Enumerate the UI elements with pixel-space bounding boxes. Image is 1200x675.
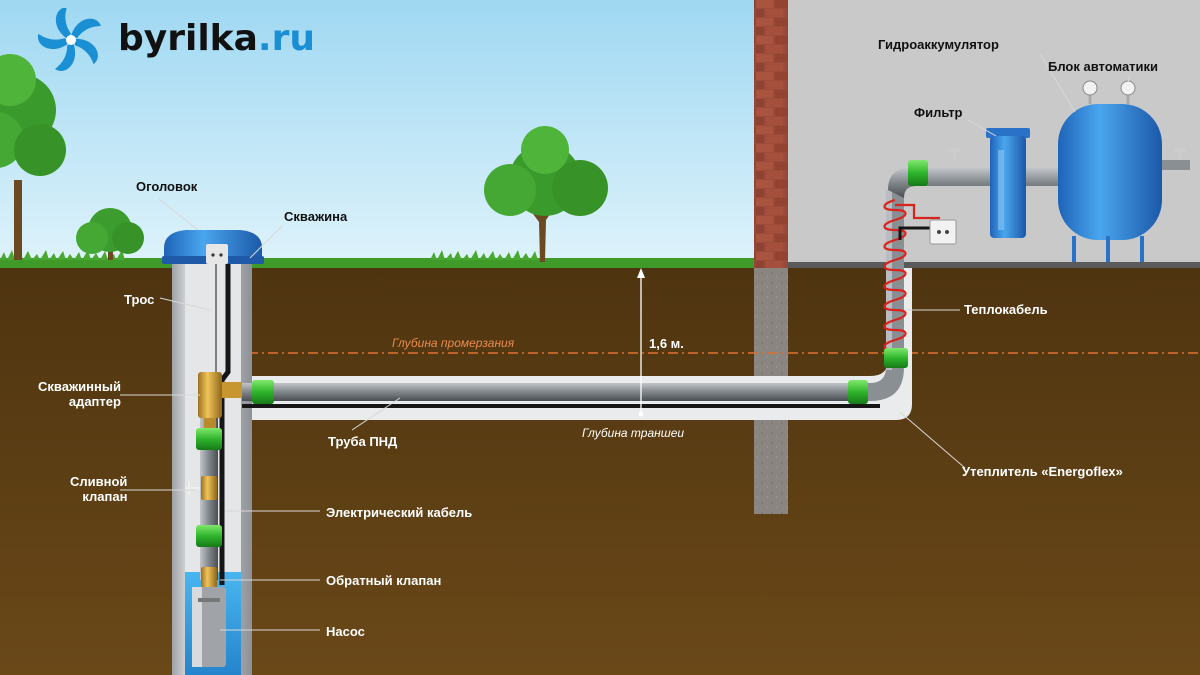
tree-small [76,208,144,260]
label-filter: Фильтр [914,105,963,120]
label-rope: Трос [124,292,155,307]
brand-logo: byrilka.ru [118,18,315,59]
pump [192,587,226,667]
label-accumulator: Гидроаккумулятор [878,37,999,52]
grass-blades [0,250,125,260]
label-well: Скважина [284,209,348,224]
brand-tld: .ru [257,18,315,59]
heating-cable [883,198,940,352]
well-adapter [198,372,242,428]
tree-left [0,54,66,260]
depth-arrow [637,268,645,417]
label-pump: Насос [326,624,365,639]
label-depth-value: 1,6 м. [649,336,684,351]
tree-middle [484,126,608,262]
grass [0,258,755,268]
label-check-valve: Обратный клапан [326,573,442,588]
check-valve [201,567,217,587]
logo-fan-icon [38,8,101,71]
leader-lines [120,53,1131,631]
brand-name: byrilka [118,18,258,59]
wellhead-cap [162,230,264,264]
socket-icon [929,219,957,245]
label-drain-valve: Сливной клапан [70,474,128,504]
label-wellhead: Оголовок [136,179,198,194]
label-trench-depth: Глубина траншеи [582,426,685,440]
drain-valve [185,476,217,500]
label-freeze-depth: Глубина промерзания [392,336,515,350]
label-hdpe-pipe: Труба ПНД [328,434,398,449]
house-floor [786,262,1200,268]
grass-blades-2 [430,250,538,260]
label-adapter: Скважинный адаптер [38,379,121,409]
label-insulation: Утеплитель «Energoflex» [962,464,1123,479]
brick-wall [754,0,788,268]
hdpe-pipe [242,383,872,401]
hydro-accumulator [1058,80,1190,262]
insulation-energoflex [244,268,912,420]
label-automation: Блок автоматики [1048,59,1159,74]
electric-cable [219,262,231,585]
water-filter [949,128,1030,238]
label-electric-cable: Электрический кабель [326,505,473,520]
label-heat-cable: Теплокабель [964,302,1048,317]
fitting-green-icon [196,160,928,547]
